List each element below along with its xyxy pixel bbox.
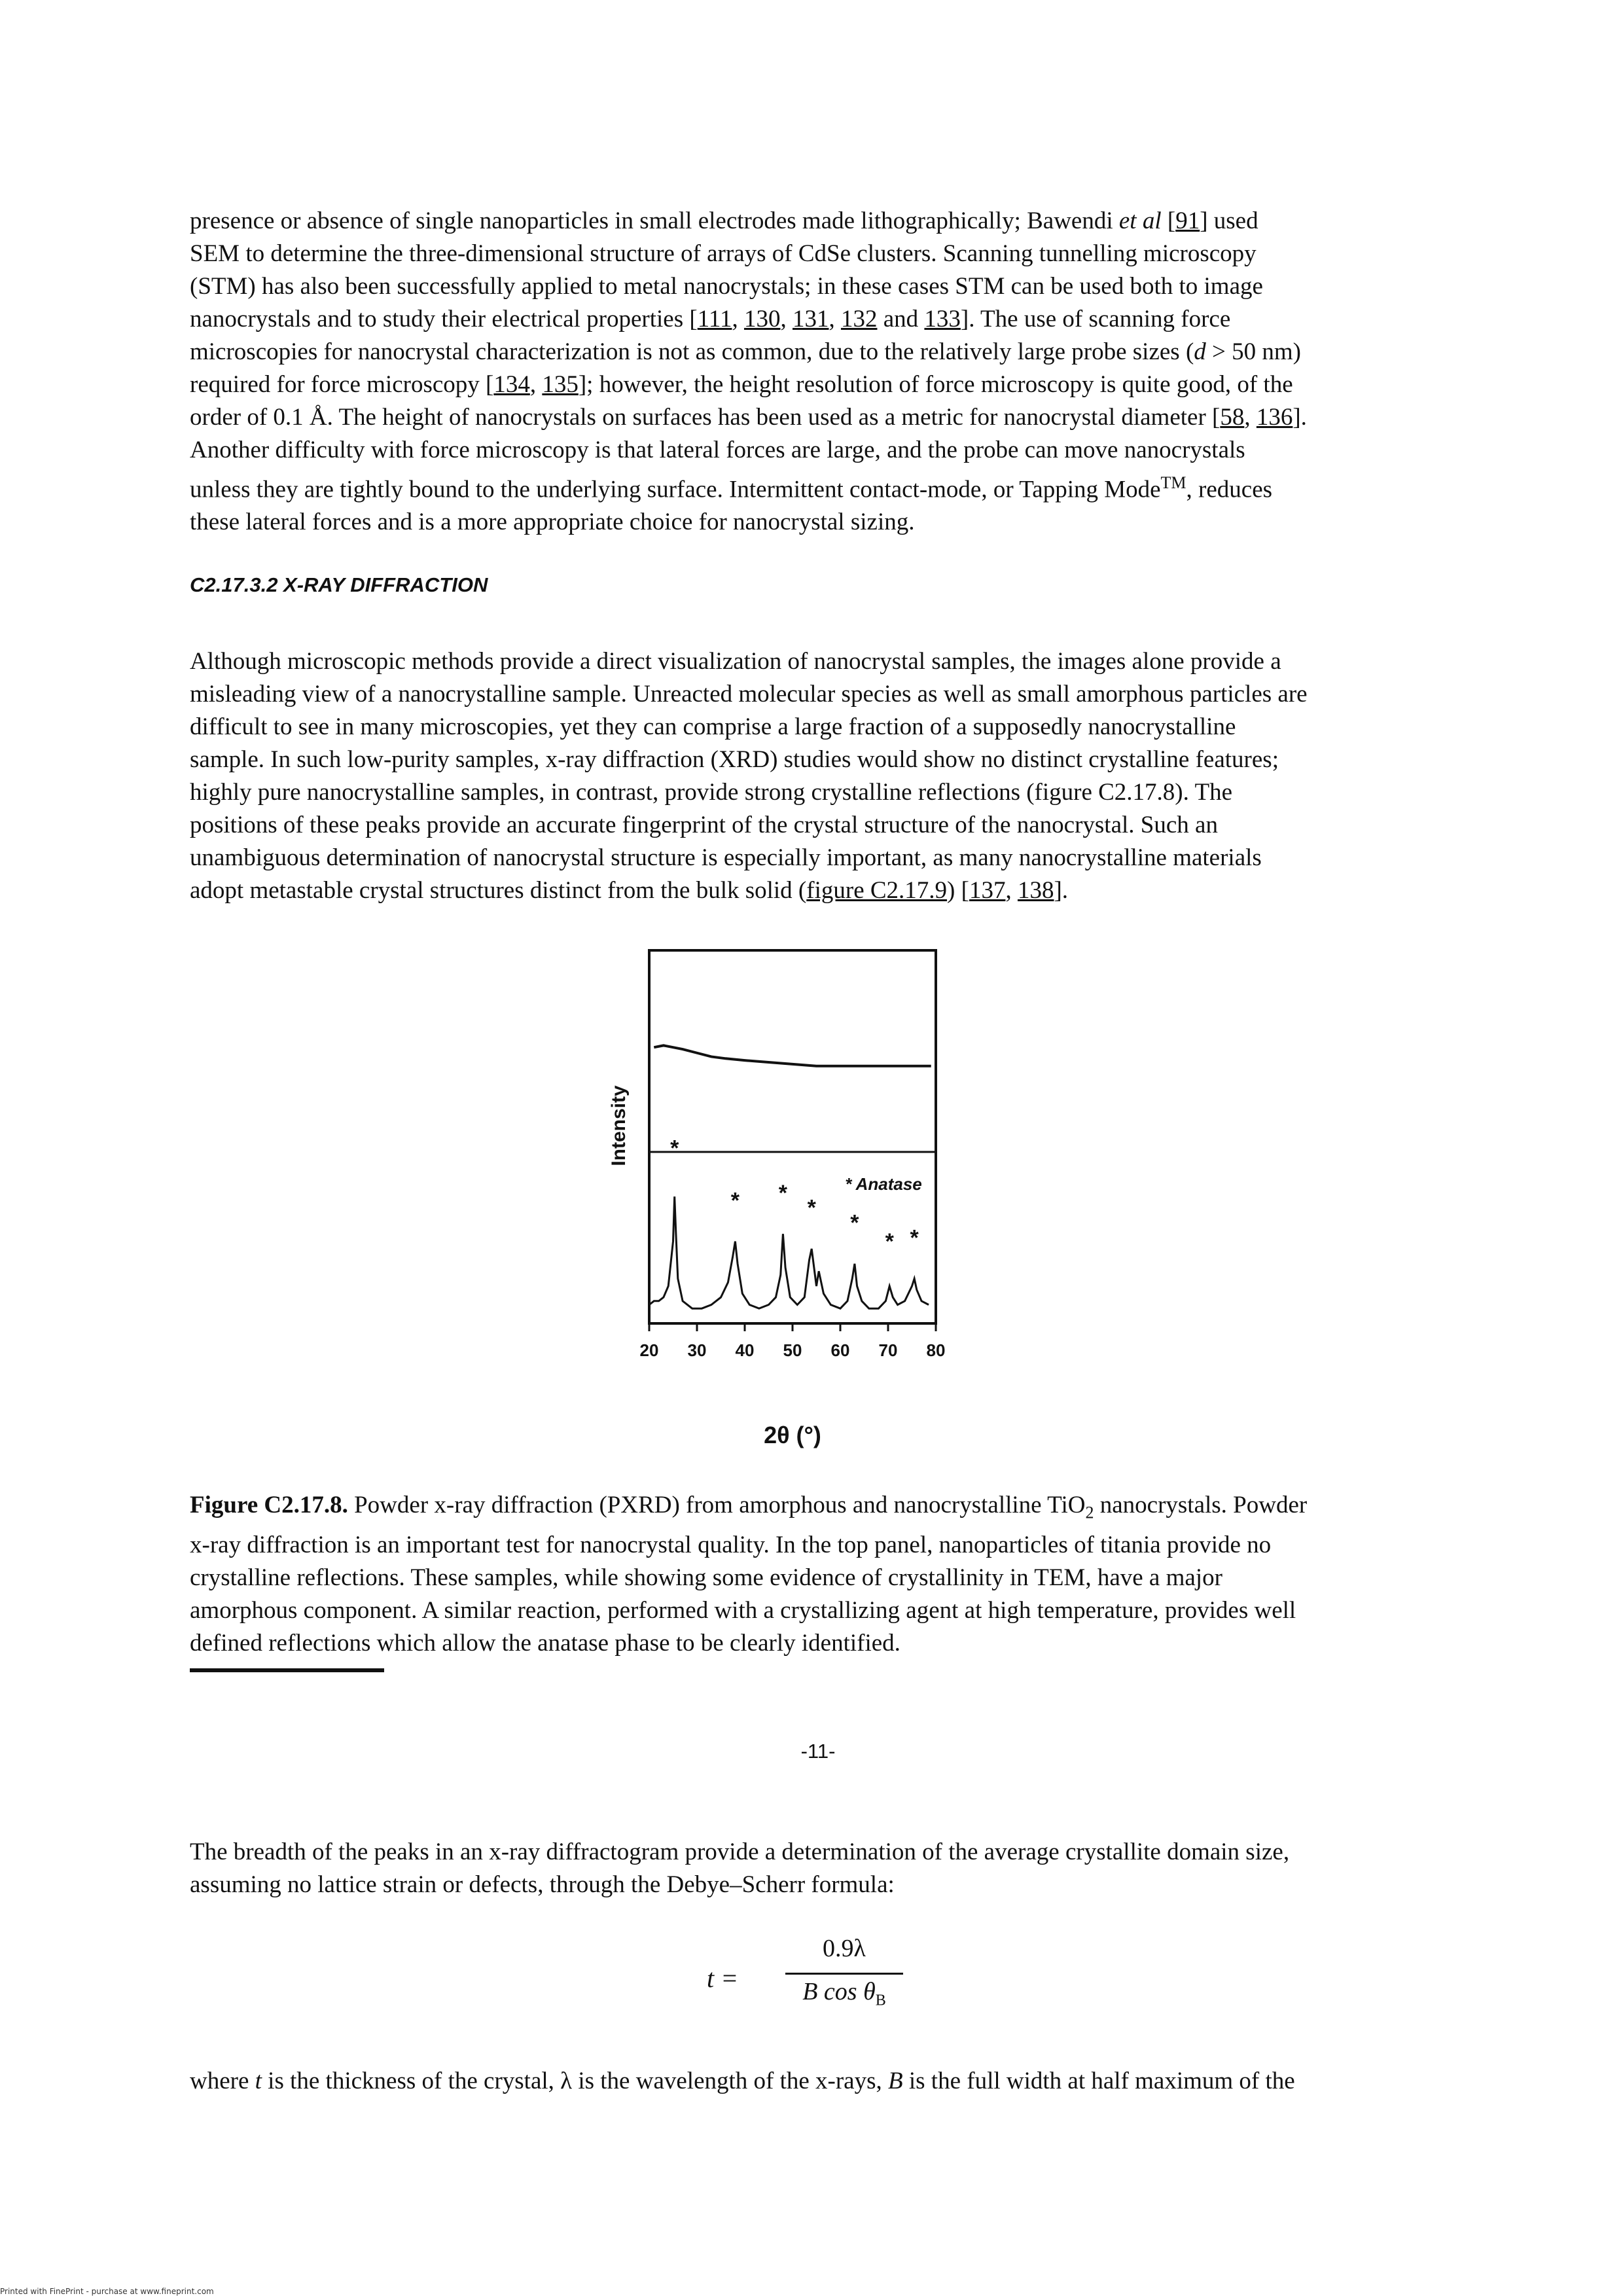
text-line: Although microscopic methods provide a d…: [190, 648, 1281, 675]
paragraph-microscopy: presence or absence of single nanopartic…: [190, 205, 1446, 539]
ref-link-138[interactable]: 138: [1017, 877, 1054, 904]
x-tick-label: 50: [783, 1340, 802, 1360]
text-line: required for force microscopy [134, 135]…: [190, 371, 1293, 398]
text-line: misleading view of a nanocrystalline sam…: [190, 681, 1308, 708]
ref-link-58[interactable]: 58: [1220, 404, 1245, 431]
anatase-peak-marker: *: [885, 1229, 895, 1254]
figure-caption: Figure C2.17.8. Powder x-ray diffraction…: [190, 1489, 1446, 1660]
caption-line: defined reflections which allow the anat…: [190, 1630, 901, 1657]
text-line: unless they are tightly bound to the und…: [190, 473, 1273, 503]
text-line: nanocrystals and to study their electric…: [190, 306, 1231, 332]
x-axis-label: 2θ (°): [764, 1422, 821, 1448]
fraction-bar: [785, 1973, 903, 1975]
x-ticks: 20 30 40 50 60 70 80: [640, 1323, 946, 1360]
text-line: highly pure nanocrystalline samples, in …: [190, 779, 1232, 806]
figure-label: Figure C2.17.8.: [190, 1492, 348, 1518]
text-line: (STM) has also been successfully applied…: [190, 273, 1263, 300]
legend-anatase: * Anatase: [845, 1174, 922, 1194]
section-heading: C2.17.3.2 X-RAY DIFFRACTION: [190, 573, 488, 596]
caption-line: Figure C2.17.8. Powder x-ray diffraction…: [190, 1492, 1308, 1522]
text-line: Another difficulty with force microscopy…: [190, 437, 1245, 463]
formula-denominator: B cos θB: [802, 1978, 886, 2009]
anatase-peak-marker: *: [850, 1211, 859, 1236]
anatase-peak-marker: *: [779, 1181, 788, 1206]
ref-link-132[interactable]: 132: [840, 306, 878, 332]
ref-link-131[interactable]: 131: [792, 306, 829, 332]
text-line: assuming no lattice strain or defects, t…: [190, 1871, 895, 1898]
print-footer: Printed with FinePrint - purchase at www…: [0, 2287, 214, 2296]
ref-link-111[interactable]: 111: [697, 306, 732, 332]
x-tick-label: 30: [688, 1340, 707, 1360]
text-line: sample. In such low-purity samples, x-ra…: [190, 746, 1279, 773]
text-line: difficult to see in many microscopies, y…: [190, 713, 1236, 740]
ref-link-137[interactable]: 137: [969, 877, 1006, 904]
formula-numerator: 0.9λ: [823, 1935, 866, 1962]
anatase-peak-marker: *: [670, 1136, 679, 1161]
page-number: -11-: [800, 1740, 836, 1763]
caption-rule: [190, 1668, 384, 1672]
text-line: SEM to determine the three-dimensional s…: [190, 240, 1257, 267]
amorphous-trace: [653, 1044, 931, 1067]
xrd-chart: Intensity * Anatase 2θ (°) 20 30 40 50 60 70 8…: [608, 949, 946, 1448]
y-axis-label: Intensity: [608, 1085, 630, 1166]
anatase-peak-marker: *: [808, 1196, 817, 1221]
caption-line: crystalline reflections. These samples, …: [190, 1564, 1222, 1592]
x-tick-label: 80: [927, 1340, 946, 1360]
x-tick-label: 70: [879, 1340, 898, 1360]
series-layer: [649, 1044, 931, 1310]
text-line: presence or absence of single nanopartic…: [190, 207, 1258, 234]
anatase-trace: [649, 1196, 929, 1310]
ref-link-134[interactable]: 134: [493, 371, 530, 398]
formula-lhs: t =: [707, 1964, 739, 1993]
text-line: positions of these peaks provide an accu…: [190, 812, 1218, 838]
formula-fraction: 0.9λ B cos θB: [785, 1934, 903, 2010]
paragraph-where: where t is the thickness of the crystal,…: [190, 2065, 1446, 2098]
x-tick-label: 20: [640, 1340, 659, 1360]
paragraph-peak-breadth: The breadth of the peaks in an x-ray dif…: [190, 1836, 1446, 1901]
ref-link-135[interactable]: 135: [542, 371, 579, 398]
debye-scherrer-formula: t = 0.9λ B cos θB: [707, 1934, 916, 2026]
ref-link-130[interactable]: 130: [743, 306, 781, 332]
ref-link-91[interactable]: 91: [1175, 207, 1200, 234]
figure-link-c2-17-9[interactable]: figure C2.17.9: [806, 877, 948, 904]
text-line: where t is the thickness of the crystal,…: [190, 2068, 1295, 2094]
text-line: unambiguous determination of nanocrystal…: [190, 844, 1262, 871]
text-line: microscopies for nanocrystal characteriz…: [190, 338, 1301, 365]
x-tick-label: 40: [736, 1340, 755, 1360]
text-line: adopt metastable crystal structures dist…: [190, 877, 1069, 904]
ref-link-133[interactable]: 133: [924, 306, 961, 332]
caption-line: amorphous component. A similar reaction,…: [190, 1597, 1296, 1624]
text-line: these lateral forces and is a more appro…: [190, 509, 915, 536]
caption-line: x-ray diffraction is an important test f…: [190, 1532, 1272, 1559]
anatase-peak-marker: *: [731, 1188, 740, 1213]
ref-link-136[interactable]: 136: [1256, 404, 1293, 431]
anatase-peak-marker: *: [910, 1225, 919, 1250]
text-line: order of 0.1 Å. The height of nanocrysta…: [190, 404, 1307, 431]
plot-frame: [648, 949, 937, 1325]
anatase-markers: * * * * * * *: [670, 1136, 919, 1255]
text-line: The breadth of the peaks in an x-ray dif…: [190, 1839, 1290, 1865]
paragraph-xrd: Although microscopic methods provide a d…: [190, 645, 1446, 907]
x-tick-label: 60: [831, 1340, 850, 1360]
